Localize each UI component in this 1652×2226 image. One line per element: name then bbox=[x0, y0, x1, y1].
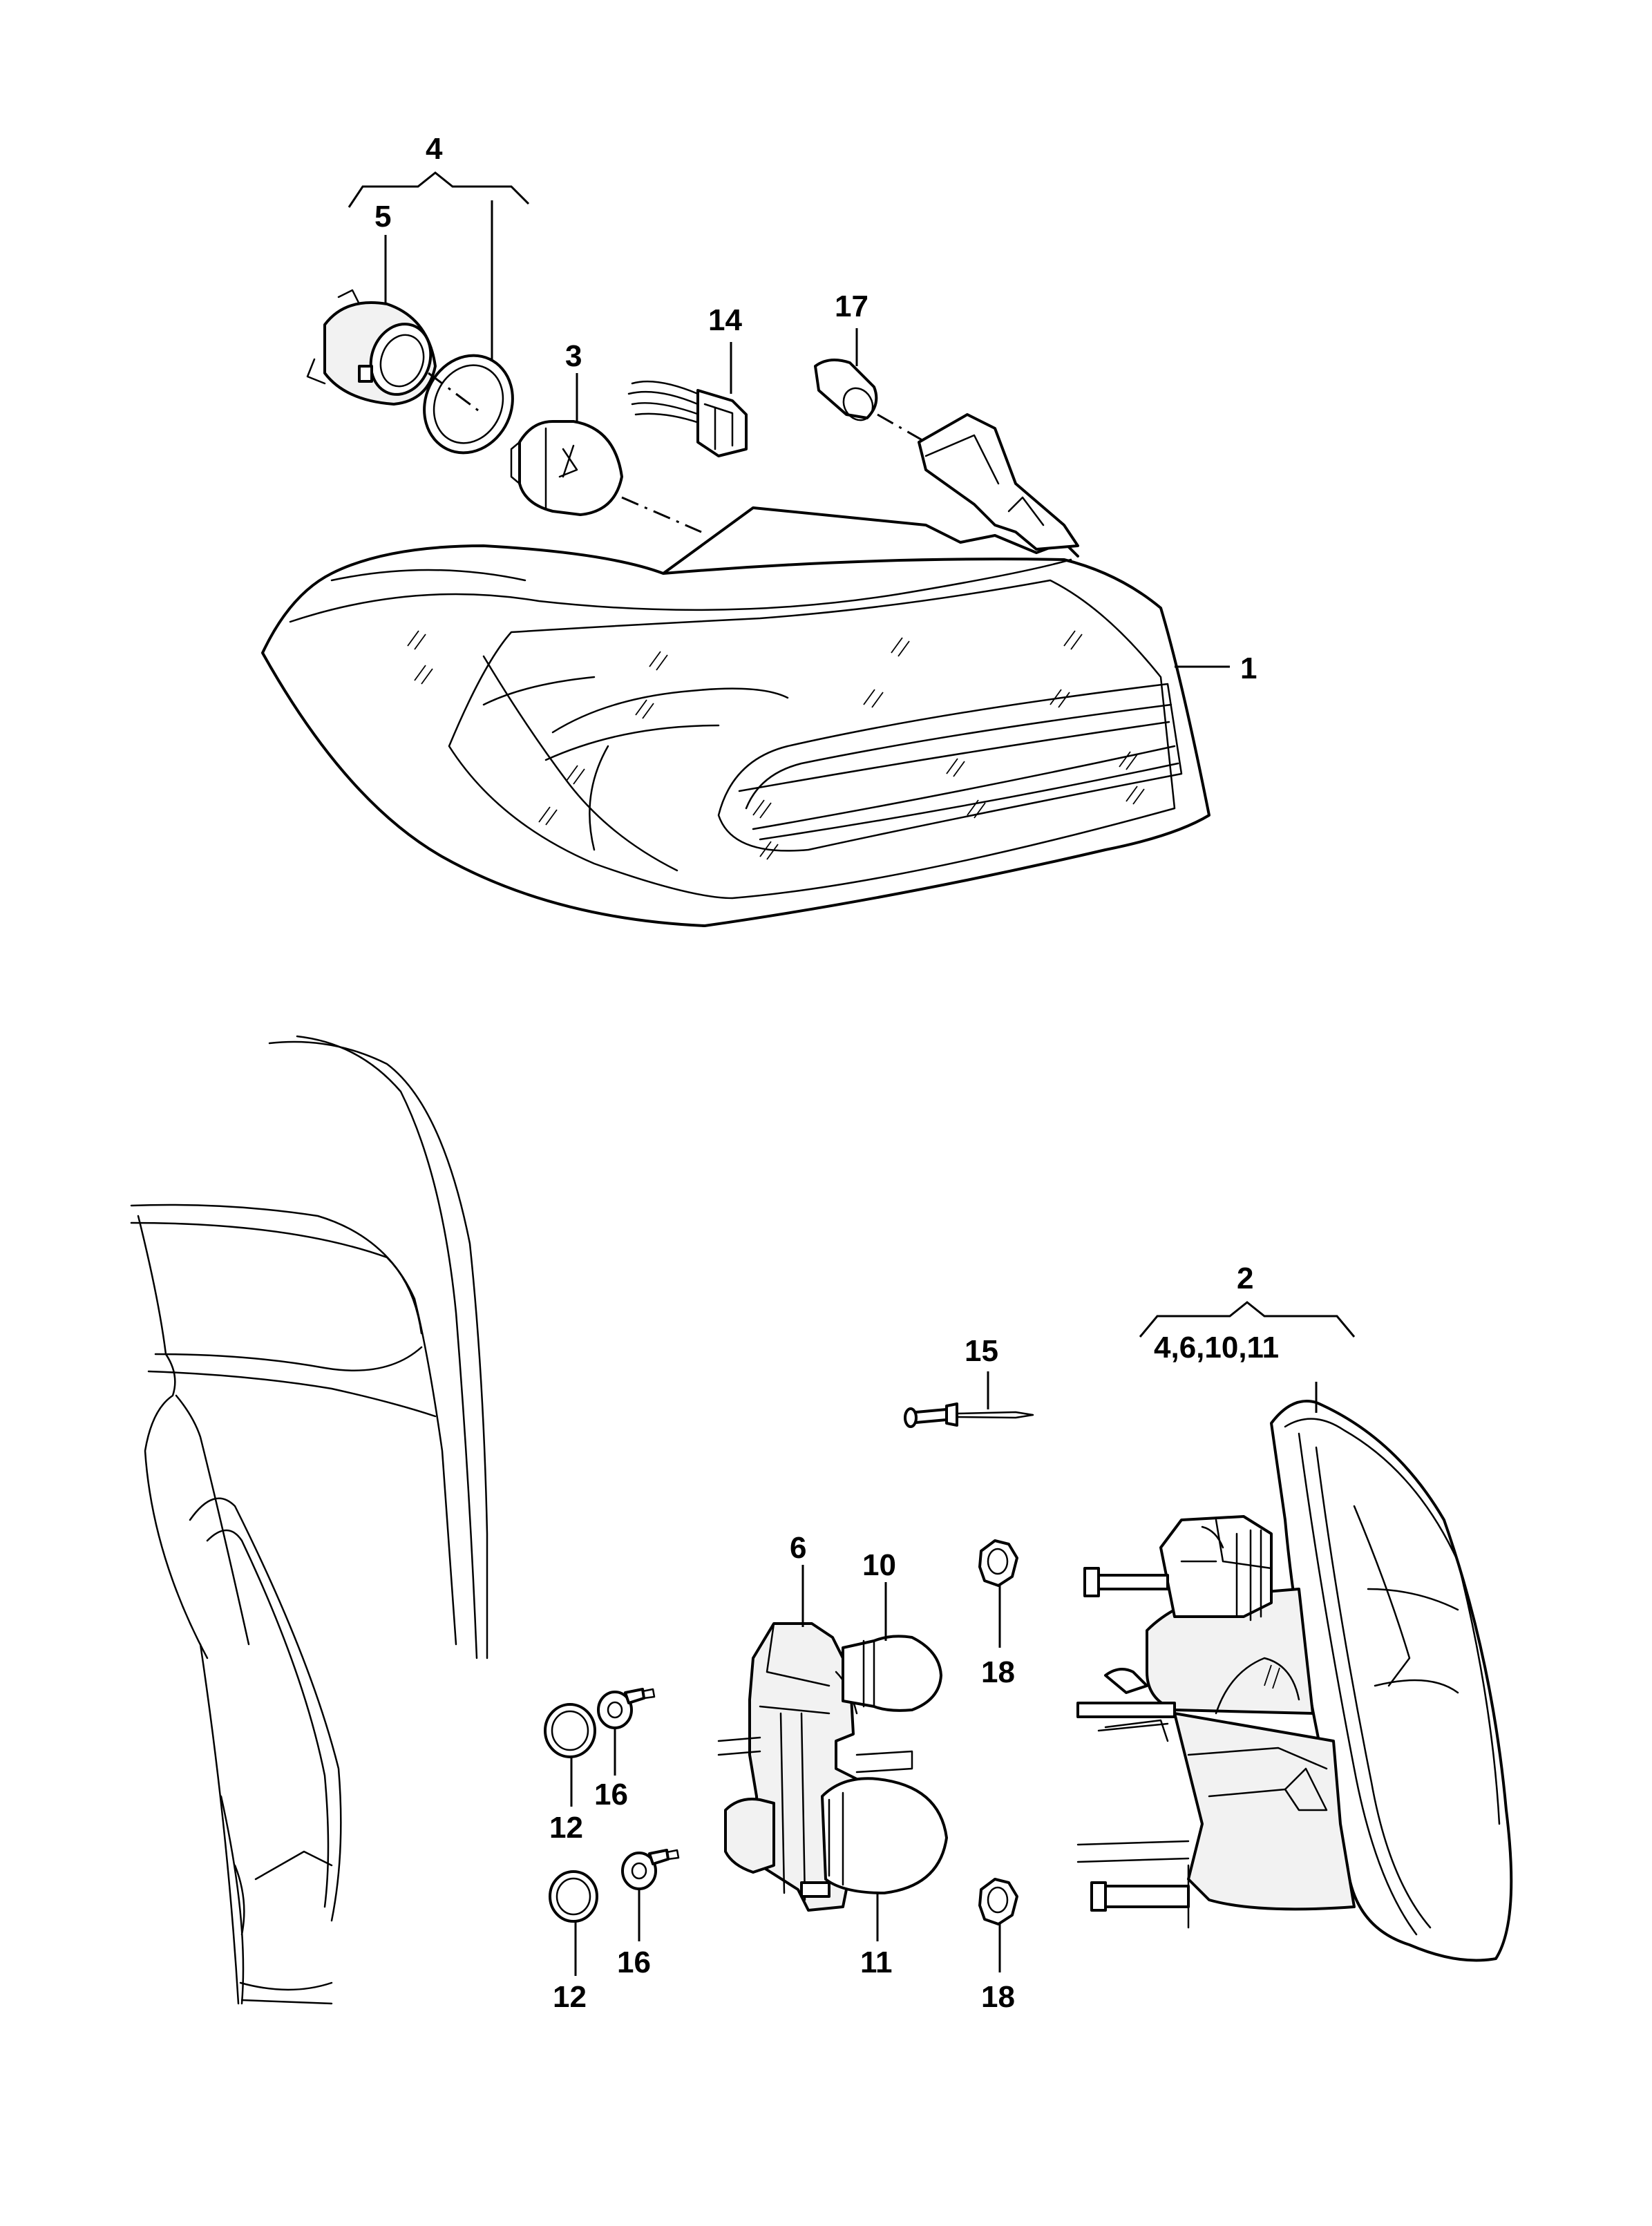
bulb-holder-5 bbox=[306, 289, 484, 416]
nut-18-lower bbox=[978, 1878, 1018, 1925]
inner-tail-lamp bbox=[1076, 1400, 1513, 1962]
callout-5: 5 bbox=[374, 200, 391, 234]
vehicle-body-panel bbox=[130, 1035, 488, 2005]
callout-11: 11 bbox=[860, 1946, 893, 1979]
callout-16-lower: 16 bbox=[617, 1946, 651, 1979]
callout-1: 1 bbox=[1240, 651, 1257, 685]
callout-labels: 1 2 4,6,10,11 3 4 5 6 10 11 12 12 14 15 … bbox=[374, 132, 1279, 2014]
callout-6: 6 bbox=[790, 1531, 806, 1565]
callout-14: 14 bbox=[708, 303, 742, 337]
seal-12-lower bbox=[549, 1870, 598, 1923]
callout-18-upper: 18 bbox=[981, 1655, 1015, 1689]
callout-15: 15 bbox=[965, 1334, 998, 1368]
callout-12-upper: 12 bbox=[549, 1811, 583, 1845]
connector-14 bbox=[627, 380, 748, 457]
callout-18-lower: 18 bbox=[981, 1980, 1015, 2014]
screw-16-lower bbox=[621, 1849, 680, 1890]
outer-tail-lamp bbox=[261, 413, 1210, 927]
leader-lines bbox=[348, 171, 1356, 1976]
nut-18-upper bbox=[978, 1539, 1018, 1587]
bulb-carrier-6 bbox=[717, 1622, 948, 1912]
callout-17: 17 bbox=[835, 289, 868, 323]
bulb-3 bbox=[510, 420, 702, 533]
callout-12-lower: 12 bbox=[553, 1980, 587, 2014]
screw-16-upper bbox=[597, 1688, 656, 1729]
seal-12-upper bbox=[544, 1703, 596, 1758]
callout-16-upper: 16 bbox=[594, 1778, 628, 1811]
callout-2: 2 bbox=[1237, 1262, 1253, 1295]
callout-4: 4 bbox=[426, 132, 443, 166]
callout-2-subparts: 4,6,10,11 bbox=[1154, 1331, 1279, 1364]
callout-3: 3 bbox=[565, 339, 582, 373]
rivet-15 bbox=[904, 1402, 1034, 1428]
callout-10: 10 bbox=[862, 1548, 896, 1582]
bulb-17 bbox=[814, 359, 927, 444]
